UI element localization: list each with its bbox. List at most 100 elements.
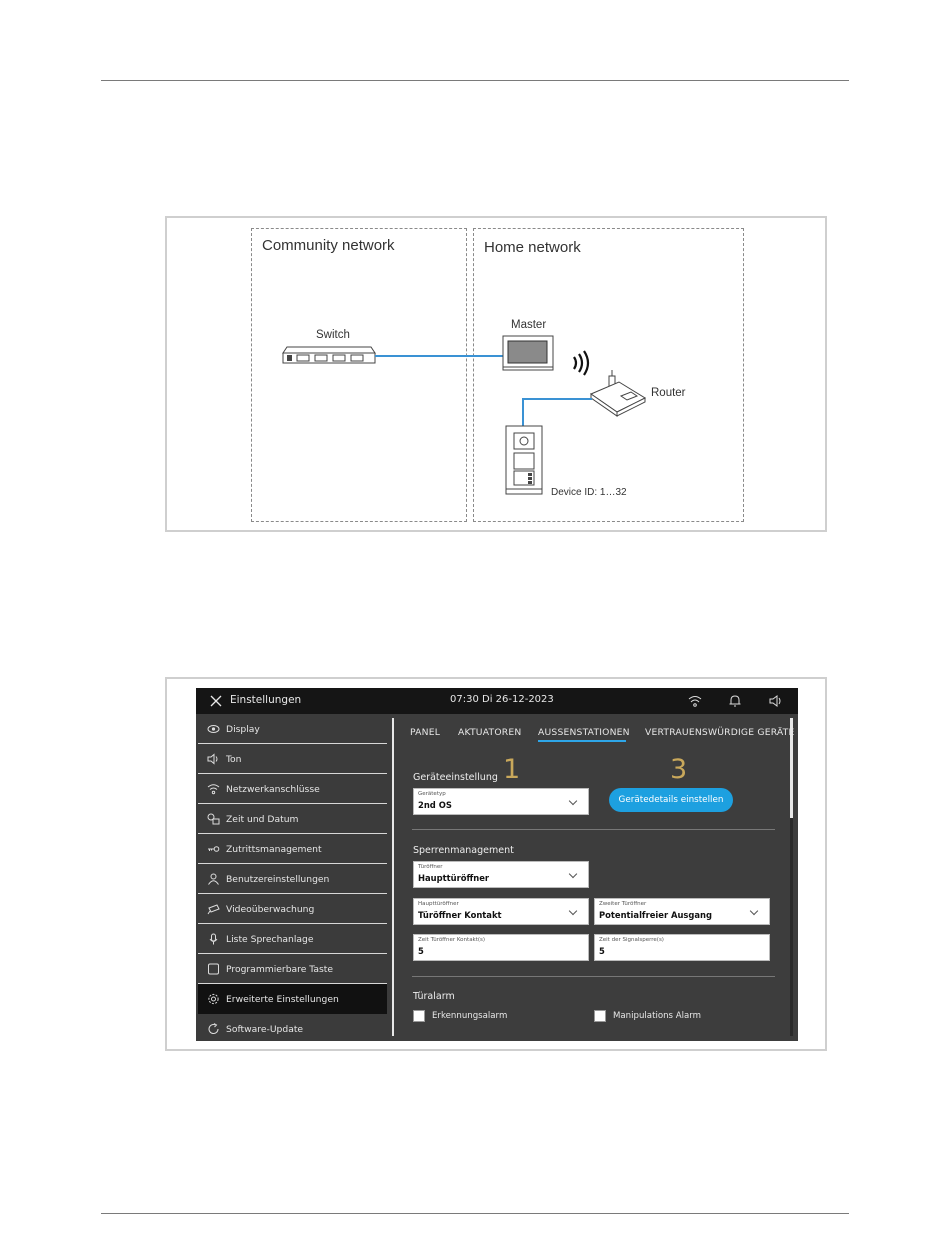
chevron-down-icon: [749, 906, 759, 916]
second-door-opener-select[interactable]: Zweiter Türöffner Potentialfreier Ausgan…: [594, 898, 770, 925]
sidebar-item-time-date[interactable]: Zeit und Datum: [198, 804, 387, 834]
field-label: Zweiter Türöffner: [599, 901, 647, 907]
wifi-icon: [207, 784, 220, 795]
router-link-vertical: [522, 398, 524, 426]
field-label: Zeit Türöffner Kontakt(s): [418, 937, 486, 943]
home-network-title: Home network: [484, 239, 581, 256]
sidebar-item-label: Zeit und Datum: [226, 814, 299, 825]
sidebar-item-programmable-key[interactable]: Programmierbare Taste: [198, 954, 387, 984]
eye-icon: [207, 725, 220, 733]
field-label: Zeit der Signalsperre(s): [599, 937, 664, 943]
field-value: 5: [418, 946, 424, 956]
signal-lock-time-input[interactable]: Zeit der Signalsperre(s) 5: [594, 934, 770, 961]
master-label: Master: [511, 319, 547, 331]
set-device-details-button[interactable]: Gerätedetails einstellen: [609, 788, 733, 812]
chevron-down-icon: [568, 796, 578, 806]
tab-trusted-devices[interactable]: VERTRAUENSWÜRDIGE GERÄTE: [645, 727, 795, 738]
close-icon[interactable]: [210, 695, 222, 707]
bell-icon[interactable]: [728, 694, 742, 708]
square-icon: [208, 963, 219, 975]
tab-outdoor-stations[interactable]: AUSSENSTATIONEN: [538, 727, 630, 738]
field-value: Türöffner Kontakt: [418, 910, 502, 920]
wifi-icon[interactable]: [688, 694, 702, 708]
callout-1: 1: [503, 754, 521, 785]
settings-screen: Einstellungen 07:30 Di 26-12-2023 Displa…: [196, 688, 798, 1041]
scrollbar[interactable]: [790, 718, 793, 1036]
date-time: 07:30 Di 26-12-2023: [450, 694, 554, 705]
switch-icon: [282, 346, 376, 364]
speaker-icon: [207, 753, 218, 765]
home-network-zone: Home network: [473, 228, 744, 522]
sidebar-item-label: Ton: [226, 754, 242, 765]
sidebar-item-video-surveillance[interactable]: Videoüberwachung: [198, 894, 387, 924]
contact-time-input[interactable]: Zeit Türöffner Kontakt(s) 5: [413, 934, 589, 961]
speaker-icon[interactable]: [768, 694, 783, 708]
field-value: Haupttüröffner: [418, 873, 490, 883]
wireless-icon: [573, 350, 590, 376]
sidebar-item-label: Benutzereinstellungen: [226, 874, 330, 885]
footer-rule: [101, 1213, 849, 1214]
detection-alarm-label: Erkennungsalarm: [432, 1011, 508, 1021]
chevron-down-icon: [568, 906, 578, 916]
user-icon: [208, 873, 219, 885]
refresh-icon: [208, 1023, 219, 1035]
top-bar: Einstellungen 07:30 Di 26-12-2023: [196, 688, 798, 714]
clock-calendar-icon: [207, 813, 220, 825]
community-network-title: Community network: [262, 237, 395, 254]
tamper-alarm-label: Manipulations Alarm: [613, 1011, 702, 1021]
device-type-select[interactable]: Gerätetyp 2nd OS: [413, 788, 589, 815]
camera-icon: [207, 904, 220, 915]
sidebar-item-intercom-list[interactable]: Liste Sprechanlage: [198, 924, 387, 954]
door-alarm-title: Türalarm: [413, 991, 455, 1002]
device-settings-title: Geräteeinstellung: [413, 772, 498, 783]
active-tab-indicator: [538, 740, 626, 742]
outdoor-station-icon: [505, 425, 543, 495]
sidebar-item-access[interactable]: Zutrittsmanagement: [198, 834, 387, 864]
sidebar-item-software-update[interactable]: Software-Update: [198, 1014, 387, 1041]
callout-3: 3: [670, 754, 688, 785]
router-link-horizontal: [522, 398, 592, 400]
chevron-down-icon: [568, 869, 578, 879]
key-icon: [208, 846, 220, 852]
field-value: 5: [599, 946, 605, 956]
scrollbar-thumb[interactable]: [790, 718, 793, 818]
main-door-opener-select[interactable]: Haupttüröffner Türöffner Kontakt: [413, 898, 589, 925]
sidebar-item-label: Liste Sprechanlage: [226, 934, 314, 945]
sidebar-item-label: Software-Update: [226, 1024, 304, 1035]
switch-label: Switch: [316, 329, 350, 341]
tab-panel[interactable]: PANEL: [410, 727, 441, 738]
sidebar-item-label: Display: [226, 724, 260, 735]
sidebar-item-label: Zutrittsmanagement: [226, 844, 322, 855]
switch-master-link: [375, 355, 503, 357]
screen-title: Einstellungen: [230, 694, 302, 706]
field-value: 2nd OS: [418, 800, 452, 810]
monitor-icon: [502, 335, 554, 371]
sidebar-item-advanced-settings[interactable]: Erweiterte Einstellungen: [198, 984, 387, 1014]
sidebar-item-network[interactable]: Netzwerkanschlüsse: [198, 774, 387, 804]
pane-divider: [392, 718, 394, 1036]
sidebar-item-label: Netzwerkanschlüsse: [226, 784, 320, 795]
door-opener-select[interactable]: Türöffner Haupttüröffner: [413, 861, 589, 888]
device-id-label: Device ID: 1…32: [551, 487, 627, 498]
sidebar-item-user-settings[interactable]: Benutzereinstellungen: [198, 864, 387, 894]
lock-management-title: Sperrenmanagement: [413, 845, 514, 856]
sidebar-item-label: Erweiterte Einstellungen: [226, 994, 339, 1005]
sidebar-item-display[interactable]: Display: [198, 714, 387, 744]
field-label: Gerätetyp: [418, 791, 446, 797]
router-icon: [589, 370, 647, 417]
sidebar-item-label: Videoüberwachung: [226, 904, 315, 915]
field-label: Türöffner: [418, 864, 443, 870]
sidebar-item-sound[interactable]: Ton: [198, 744, 387, 774]
network-diagram-figure: Community network Home network Switch Ma…: [165, 216, 827, 532]
detection-alarm-checkbox[interactable]: [413, 1010, 425, 1022]
field-value: Potentialfreier Ausgang: [599, 910, 713, 920]
tamper-alarm-checkbox[interactable]: [594, 1010, 606, 1022]
field-label: Haupttüröffner: [418, 901, 459, 907]
microphone-icon: [209, 933, 218, 945]
tab-actuators[interactable]: AKTUATOREN: [458, 727, 522, 738]
settings-sidebar: Display Ton Netzwerkanschlüsse Zeit und …: [196, 714, 390, 1041]
gear-icon: [208, 993, 219, 1005]
section-separator: [412, 976, 775, 977]
header-rule: [101, 80, 849, 81]
community-network-zone: Community network: [251, 228, 467, 522]
